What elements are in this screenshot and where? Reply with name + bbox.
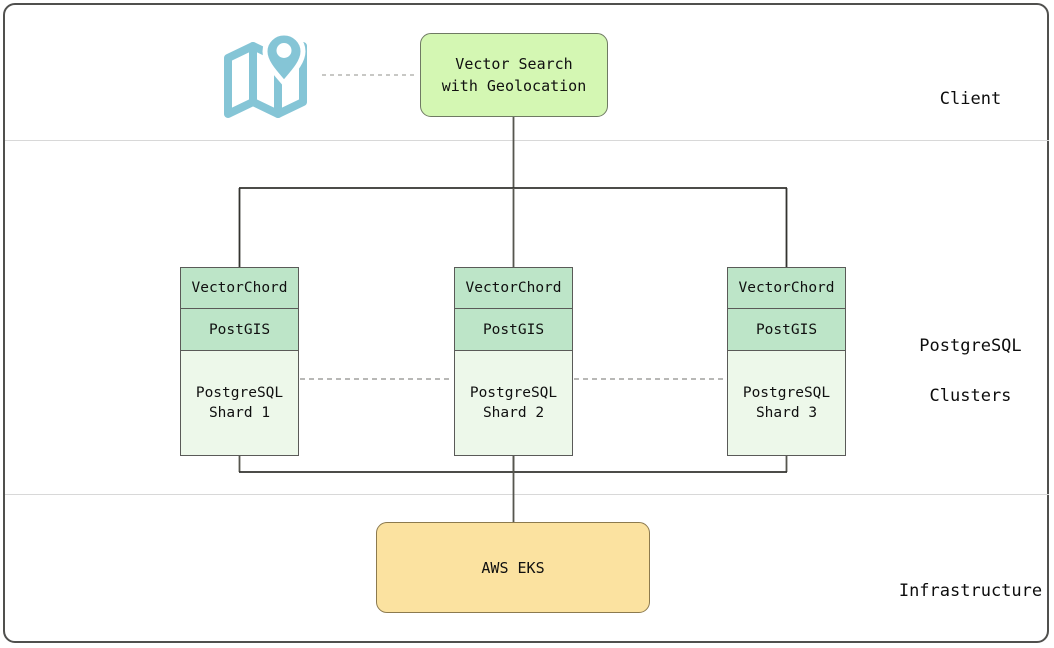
lane-label-postgresql-clusters: PostgreSQL Clusters xyxy=(855,309,1045,434)
node-aws-eks-label: AWS EKS xyxy=(481,558,545,577)
cluster-3-shard-section: PostgreSQL Shard 3 xyxy=(728,351,845,455)
node-aws-eks[interactable]: AWS EKS xyxy=(376,522,650,613)
cluster-1-postgis-section: PostGIS xyxy=(181,309,298,351)
cluster-3-shard-label: PostgreSQL Shard 3 xyxy=(742,385,831,421)
node-vector-search-with-geolocation[interactable]: Vector Search with Geolocation xyxy=(420,33,608,117)
lane-label-infrastructure: Infrastructure xyxy=(855,554,1045,629)
cluster-3-vectorchord-label: VectorChord xyxy=(738,280,835,296)
lane-divider-client xyxy=(5,140,1049,141)
cluster-1-postgis-label: PostGIS xyxy=(208,321,271,338)
lane-divider-clusters xyxy=(5,494,1049,495)
cluster-3-postgis-section: PostGIS xyxy=(728,309,845,351)
cluster-2-postgis-label: PostGIS xyxy=(482,321,545,338)
cluster-2-vectorchord-section: VectorChord xyxy=(455,268,572,309)
lane-label-clusters-line1: PostgreSQL xyxy=(919,336,1022,356)
cluster-2-vectorchord-label: VectorChord xyxy=(465,280,562,296)
cluster-shard-1[interactable]: VectorChord PostGIS PostgreSQL Shard 1 xyxy=(180,267,299,456)
lane-label-client-text: Client xyxy=(939,89,1002,109)
cluster-2-shard-section: PostgreSQL Shard 2 xyxy=(455,351,572,455)
cluster-3-vectorchord-section: VectorChord xyxy=(728,268,845,309)
cluster-2-shard-label: PostgreSQL Shard 2 xyxy=(469,385,558,421)
map-pin-glyph xyxy=(262,30,306,87)
cluster-shard-2[interactable]: VectorChord PostGIS PostgreSQL Shard 2 xyxy=(454,267,573,456)
cluster-1-vectorchord-label: VectorChord xyxy=(191,280,288,296)
node-vector-search-label: Vector Search with Geolocation xyxy=(441,55,587,95)
lane-label-clusters-line2: Clusters xyxy=(929,386,1012,406)
diagram-frame xyxy=(3,3,1049,643)
cluster-1-vectorchord-section: VectorChord xyxy=(181,268,298,309)
cluster-shard-3[interactable]: VectorChord PostGIS PostgreSQL Shard 3 xyxy=(727,267,846,456)
cluster-2-postgis-section: PostGIS xyxy=(455,309,572,351)
cluster-3-postgis-label: PostGIS xyxy=(755,321,818,338)
lane-label-infrastructure-text: Infrastructure xyxy=(898,581,1043,601)
map-location-icon xyxy=(222,28,322,120)
cluster-1-shard-label: PostgreSQL Shard 1 xyxy=(195,385,284,421)
lane-label-client: Client xyxy=(855,62,1045,137)
cluster-1-shard-section: PostgreSQL Shard 1 xyxy=(181,351,298,455)
